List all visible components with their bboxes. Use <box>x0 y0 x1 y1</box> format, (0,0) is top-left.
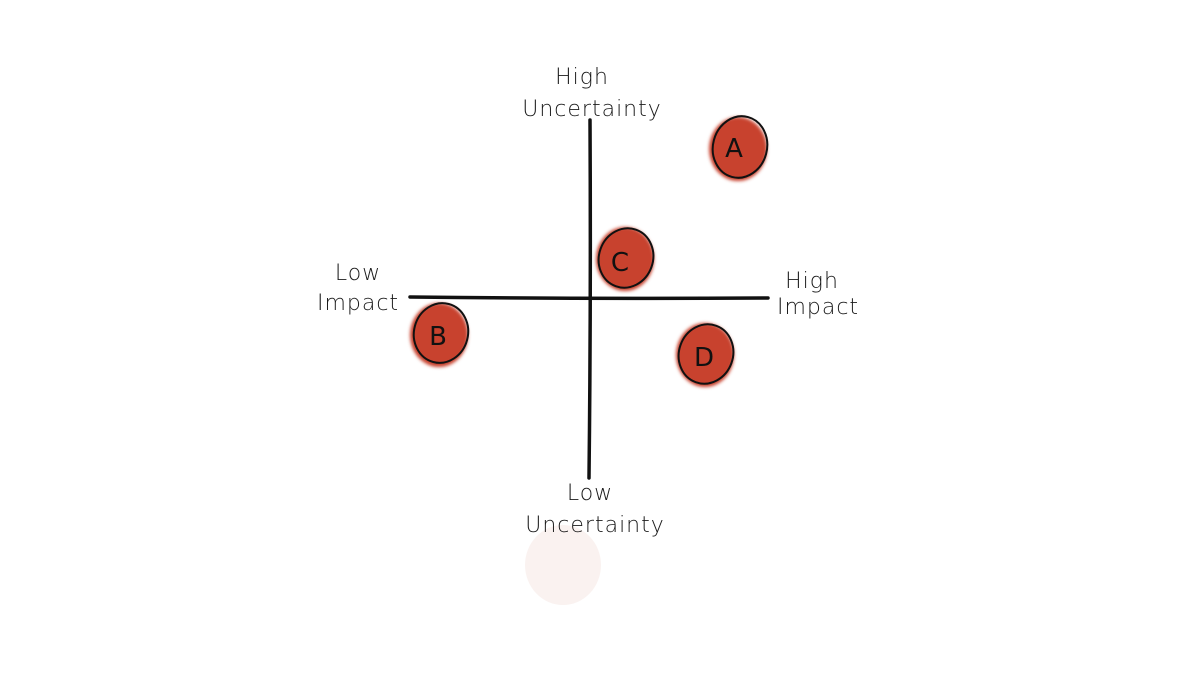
item-letter: D <box>694 343 714 373</box>
item-letter: A <box>725 134 743 164</box>
left-label-line2: Impact <box>317 291 399 316</box>
top-label-line2: Uncertainty <box>522 97 662 122</box>
faint-smudge <box>525 525 601 605</box>
bottom-label-line2: Uncertainty <box>525 513 665 538</box>
bottom-label-line1: Low <box>567 481 613 506</box>
item-letter: C <box>611 248 629 278</box>
right-label-line2: Impact <box>777 295 859 320</box>
item-a: A <box>709 115 769 181</box>
impact-axis <box>408 295 770 301</box>
item-c: C <box>596 227 655 291</box>
item-d: D <box>676 323 735 387</box>
right-label-line1: High <box>785 269 839 294</box>
item-b: B <box>410 302 470 367</box>
top-label-line1: High <box>555 65 609 90</box>
item-letter: B <box>429 322 447 352</box>
left-label-line1: Low <box>335 261 381 286</box>
